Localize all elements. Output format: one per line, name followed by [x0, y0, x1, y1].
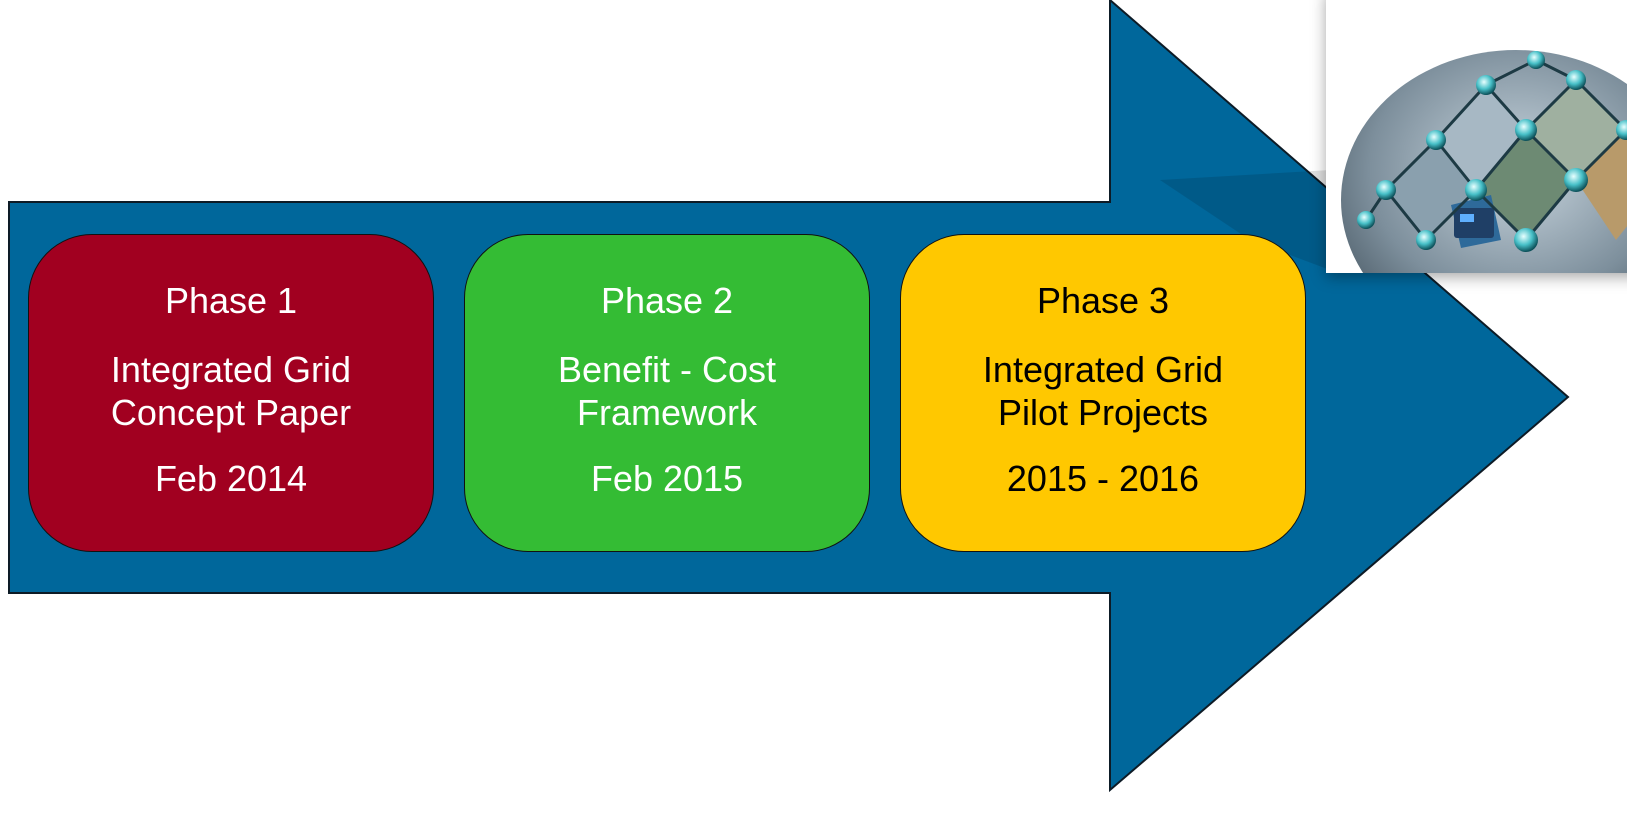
phase-2-date: Feb 2015 — [590, 458, 744, 499]
phase-3-description-line-1: Integrated Grid — [982, 349, 1224, 390]
phase-3-description-line-2: Pilot Projects — [997, 392, 1209, 433]
phase-1-description: Integrated Grid Concept Paper — [111, 348, 351, 434]
connected-grid-globe-icon — [1341, 50, 1627, 273]
grid-illustration-card — [1326, 0, 1627, 273]
phase-1-label: Phase 1 — [164, 280, 298, 321]
phase-2-label: Phase 2 — [600, 280, 734, 321]
phase-3-description: Integrated Grid Pilot Projects — [983, 348, 1223, 434]
phase-1-box: Phase 1 Integrated Grid Concept Paper Fe… — [28, 234, 434, 552]
phase-3-date: 2015 - 2016 — [1006, 458, 1200, 499]
phase-2-box: Phase 2 Benefit - Cost Framework Feb 201… — [464, 234, 870, 552]
phase-2-description: Benefit - Cost Framework — [558, 348, 776, 434]
phase-1-description-line-1: Integrated Grid — [110, 349, 352, 390]
phase-1-description-line-2: Concept Paper — [110, 392, 352, 433]
phase-3-box: Phase 3 Integrated Grid Pilot Projects 2… — [900, 234, 1306, 552]
phase-2-description-line-1: Benefit - Cost — [557, 349, 777, 390]
arrow-shadow — [1160, 170, 1330, 270]
phase-3-label: Phase 3 — [1036, 280, 1170, 321]
phase-1-date: Feb 2014 — [154, 458, 308, 499]
phase-2-description-line-2: Framework — [576, 392, 758, 433]
